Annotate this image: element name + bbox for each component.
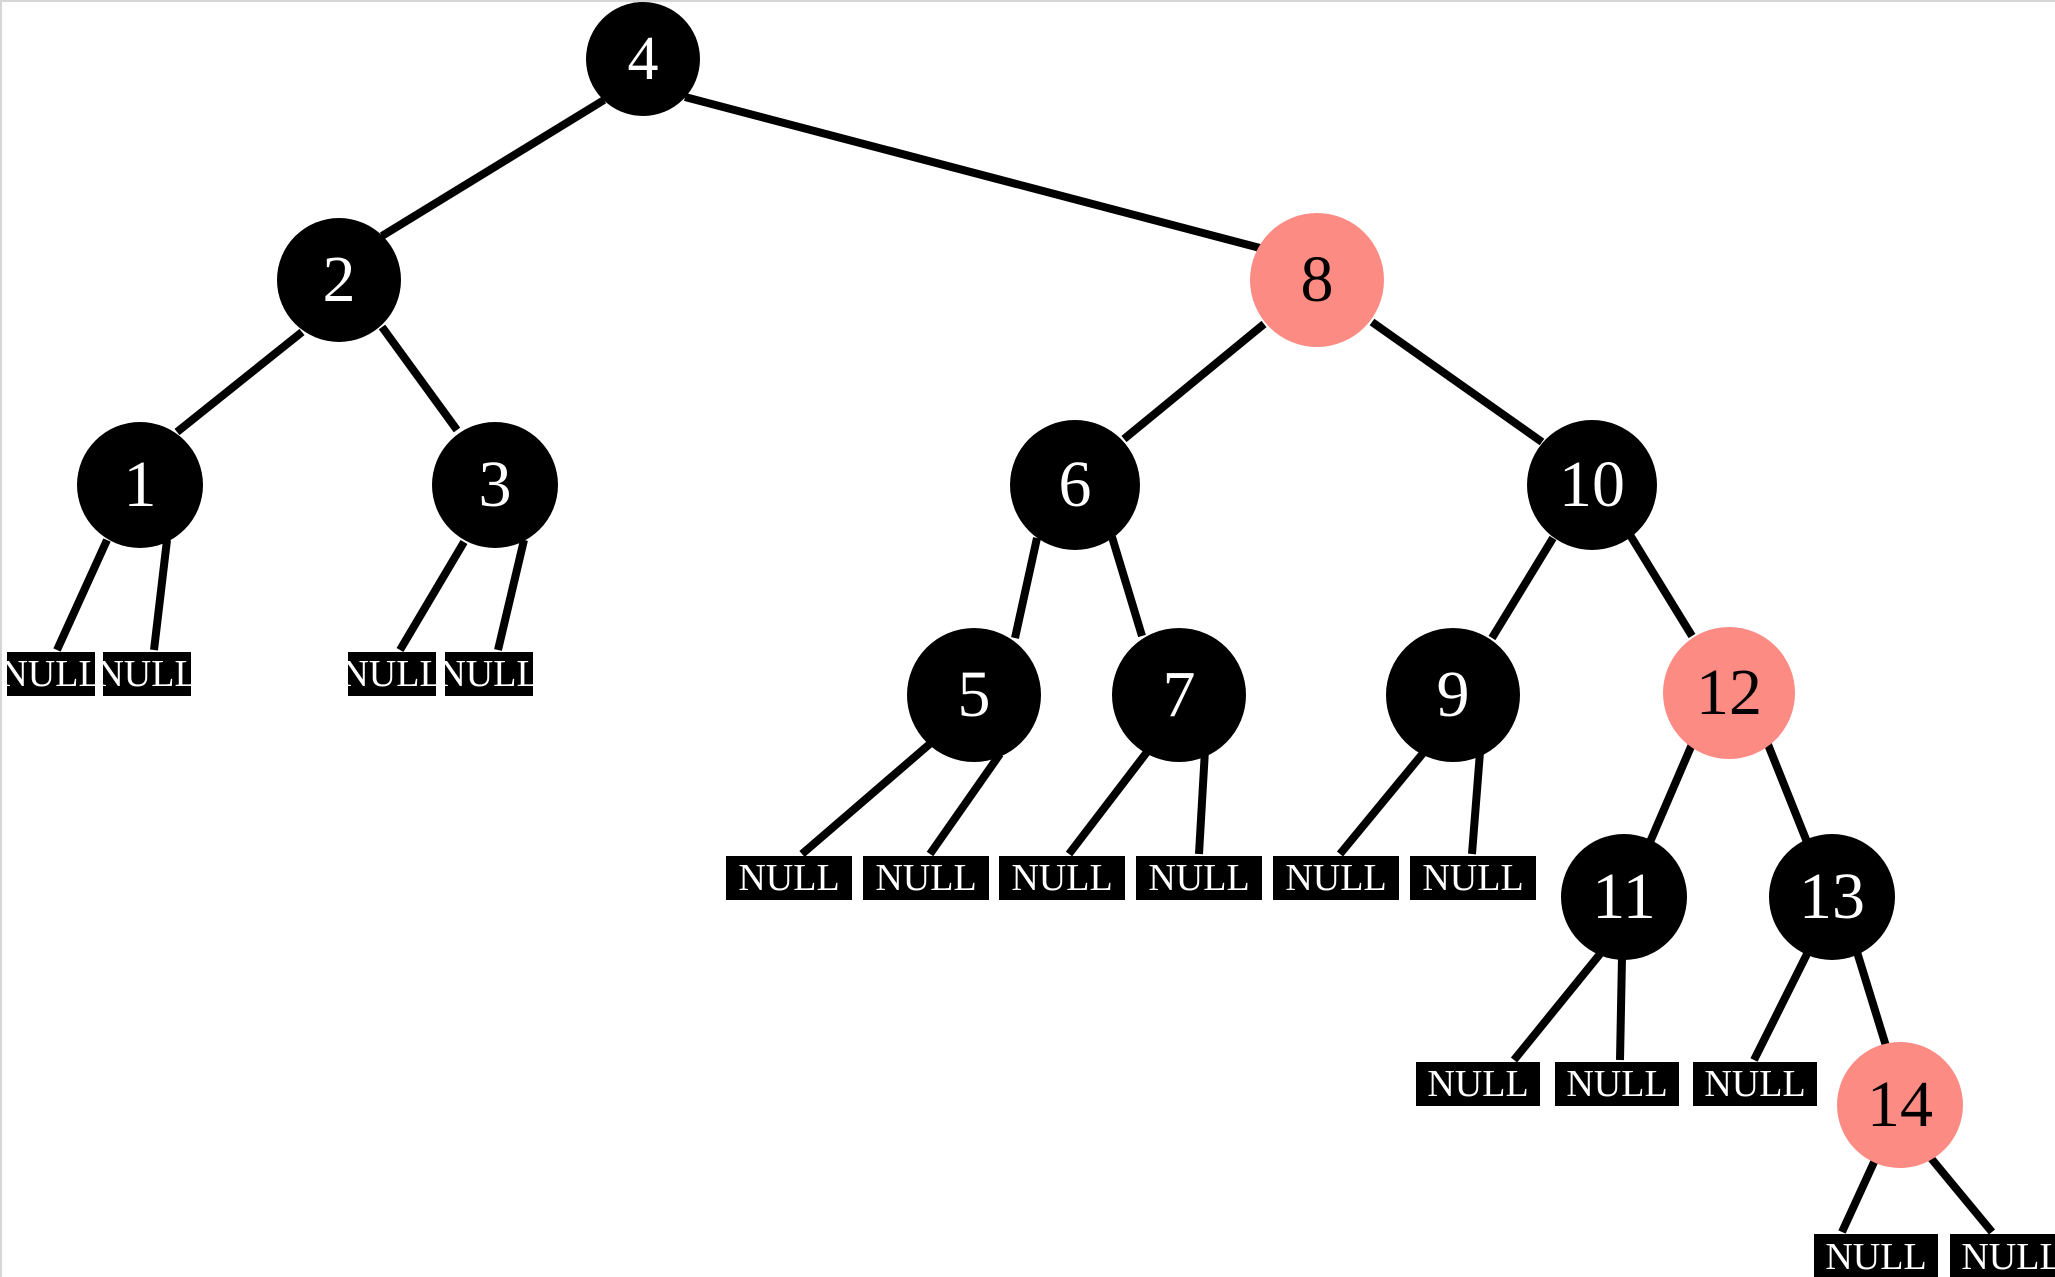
tree-node-label: 4: [627, 25, 659, 93]
tree-null-leaf: NULL: [1693, 1062, 1817, 1106]
tree-node-1[interactable]: 1: [77, 422, 203, 548]
tree-edge-n3-null3: [396, 539, 468, 653]
tree-null-leaf: NULL: [1273, 856, 1399, 900]
tree-edge-n4-n2: [379, 96, 607, 240]
tree-node-4[interactable]: 4: [586, 2, 700, 116]
tree-edge-n1-null2: [150, 539, 171, 651]
tree-null-leaf: NULL: [438, 652, 540, 696]
tree-node-label: 10: [1559, 448, 1625, 521]
tree-null-leaf: NULL: [999, 856, 1125, 900]
tree-node-7[interactable]: 7: [1112, 628, 1246, 762]
tree-null-leaf: NULL: [1136, 856, 1262, 900]
tree-node-label: 12: [1696, 656, 1762, 729]
tree-edge-n3-null4: [494, 539, 528, 651]
tree-node-10[interactable]: 10: [1527, 420, 1657, 550]
tree-node-label: 3: [478, 448, 512, 521]
tree-edge-n11-null11: [1510, 951, 1604, 1063]
tree-node-9[interactable]: 9: [1386, 628, 1520, 762]
tree-edge-n13-null13: [1750, 950, 1812, 1062]
tree-null-leaf: NULL: [2, 652, 102, 696]
tree-edge-n11-null12: [1616, 956, 1626, 1061]
tree-edge-n12-n13: [1763, 740, 1811, 844]
tree-edge-n13-n14: [1853, 950, 1890, 1048]
tree-edge-n9-null10: [1468, 751, 1484, 855]
tree-null-leaf-label: NULL: [1825, 1235, 1927, 1277]
tree-null-leaf: NULL: [1814, 1234, 1938, 1277]
tree-edge-n10-n9: [1488, 535, 1557, 641]
tree-node-11[interactable]: 11: [1561, 834, 1687, 960]
tree-node-13[interactable]: 13: [1769, 834, 1895, 960]
tree-node-2[interactable]: 2: [277, 218, 401, 342]
tree-edge-n12-n11: [1646, 740, 1697, 844]
tree-null-leaf: NULL: [341, 652, 443, 696]
tree-edge-n5-null5: [799, 738, 935, 858]
tree-edge-n14-null14: [1838, 1158, 1879, 1234]
tree-node-label: 14: [1867, 1068, 1933, 1141]
tree-null-leaf-label: NULL: [1011, 857, 1113, 899]
tree-edge-n6-n7: [1108, 535, 1146, 638]
tree-null-leaf-label: NULL: [875, 857, 977, 899]
tree-edge-n7-null8: [1195, 749, 1209, 855]
tree-edge-n2-n3: [378, 324, 461, 433]
tree-null-leaf: NULL: [1950, 1234, 2055, 1277]
tree-null-leaf: NULL: [1410, 856, 1536, 900]
tree-node-label: 9: [1436, 658, 1470, 731]
tree-null-leaf-label: NULL: [438, 653, 540, 695]
tree-null-leaf-label: NULL: [738, 857, 840, 899]
tree-node-12[interactable]: 12: [1663, 627, 1795, 759]
tree-null-leaf-label: NULL: [96, 653, 198, 695]
tree-null-leaf-label: NULL: [0, 653, 102, 695]
tree-node-label: 5: [957, 658, 991, 731]
tree-null-leaf-label: NULL: [1285, 857, 1387, 899]
tree-null-leaf: NULL: [726, 856, 852, 900]
tree-node-label: 2: [322, 243, 356, 316]
tree-null-leaf-label: NULL: [1148, 857, 1250, 899]
tree-node-3[interactable]: 3: [432, 422, 558, 548]
tree-null-leaf-label: NULL: [1704, 1063, 1806, 1105]
tree-node-label: 7: [1162, 658, 1196, 731]
tree-null-leaf-label: NULL: [341, 653, 443, 695]
tree-edge-n9-null9: [1336, 749, 1428, 857]
tree-edge-n6-n5: [1011, 537, 1041, 639]
tree-node-6[interactable]: 6: [1010, 420, 1140, 550]
tree-edge-n2-n1: [174, 328, 305, 436]
tree-node-5[interactable]: 5: [907, 628, 1041, 762]
tree-edge-n5-null6: [926, 751, 1004, 857]
tree-edge-n7-null7: [1065, 749, 1151, 857]
tree-edge-n14-null15: [1926, 1154, 1996, 1235]
tree-null-leaf: NULL: [1555, 1062, 1679, 1106]
tree-edge-n4-n8: [683, 93, 1262, 252]
tree-node-label: 1: [123, 448, 157, 521]
tree-null-leaf: NULL: [96, 652, 198, 696]
tree-node-14[interactable]: 14: [1837, 1042, 1963, 1168]
tree-edge-n8-n6: [1121, 320, 1267, 443]
tree-null-leaf-label: NULL: [1961, 1235, 2055, 1277]
tree-null-leaf: NULL: [863, 856, 989, 900]
tree-node-label: 11: [1592, 860, 1656, 933]
tree-edge-n1-null1: [53, 538, 111, 652]
tree-null-leaf: NULL: [1416, 1062, 1540, 1106]
tree-null-leaf-label: NULL: [1427, 1063, 1529, 1105]
tree-null-leaf-label: NULL: [1422, 857, 1524, 899]
tree-edge-n10-n12: [1626, 532, 1696, 639]
tree-node-label: 13: [1799, 860, 1865, 933]
tree-node-label: 6: [1058, 448, 1092, 521]
tree-null-leaf-label: NULL: [1566, 1063, 1668, 1105]
tree-edge-n8-n10: [1369, 318, 1545, 446]
tree-node-label: 8: [1300, 243, 1334, 316]
tree-node-8[interactable]: 8: [1250, 213, 1384, 347]
